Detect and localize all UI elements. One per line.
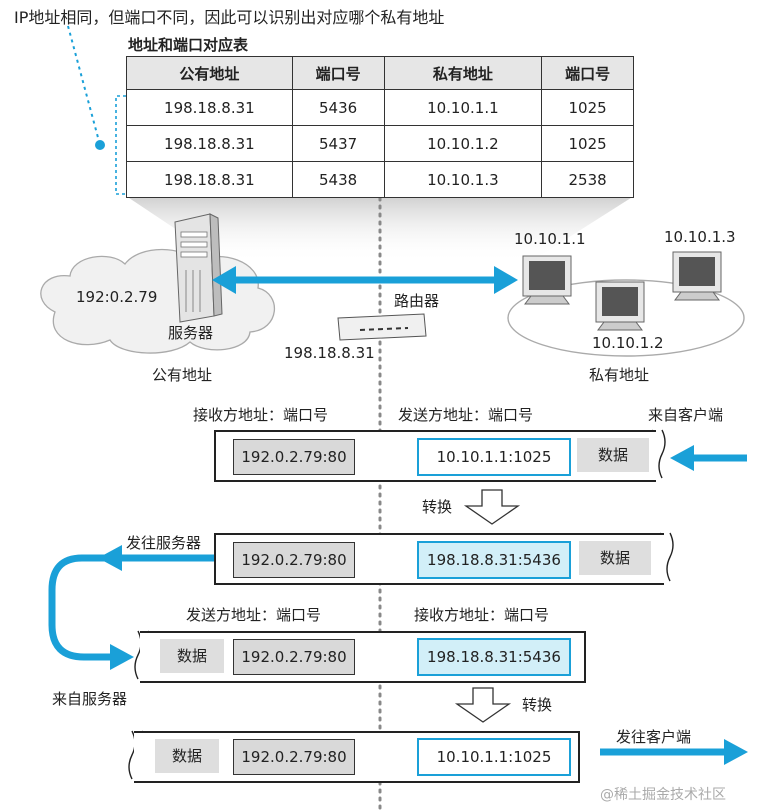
data-box: 数据 [577,438,649,472]
cell-port: 5438 [291,161,385,198]
from-server-label: 来自服务器 [52,690,128,708]
cell-private: 10.10.1.1 [383,89,543,126]
table-row: 198.18.8.31 5438 10.10.1.3 2538 [126,161,634,198]
data-box: 数据 [155,739,219,773]
address-port-table: 公有地址 端口号 私有地址 端口号 198.18.8.31 5436 10.10… [126,56,634,198]
cell-port: 2538 [541,161,634,198]
top-note: IP地址相同，但端口不同，因此可以识别出对应哪个私有地址 [14,8,445,27]
cell-port: 1025 [541,89,634,126]
client-ip-label: 10.10.1.1 [514,230,586,248]
server-ip-label: 192:0.2.79 [76,288,158,306]
cell-public: 198.18.8.31 [126,161,293,198]
cell-port: 5437 [291,125,385,162]
cell-private: 10.10.1.3 [383,161,543,198]
convert-arrow-1 [463,489,521,525]
table-header-row: 公有地址 端口号 私有地址 端口号 [126,56,634,90]
to-server-arrowhead [98,545,122,571]
send-addr-label: 发送方地址：端口号 [398,406,534,424]
callout-dot [95,140,105,150]
cell-public: 198.18.8.31 [126,125,293,162]
dest-address-box: 10.10.1.1:1025 [417,738,571,776]
header-port: 端口号 [291,56,385,90]
router-ip-label: 198.18.8.31 [284,344,375,362]
data-box: 数据 [160,639,224,673]
to-client-arrow [600,739,748,765]
dest-address-box: 192.0.2.79:80 [233,439,355,475]
client-ip-label: 10.10.1.2 [592,334,664,352]
router-icon [337,313,427,341]
client-monitor-2 [595,281,645,331]
table-title: 地址和端口对应表 [128,36,249,54]
server-router-double-arrow [212,266,518,294]
server-icon [174,213,223,323]
server-label: 服务器 [168,324,214,342]
table-row: 198.18.8.31 5437 10.10.1.2 1025 [126,125,634,162]
src-address-box: 10.10.1.1:1025 [417,438,571,476]
convert-label: 转换 [422,498,453,516]
to-client-label: 发往客户端 [616,728,692,746]
public-address-label: 公有地址 [152,366,213,384]
router-label: 路由器 [394,292,440,310]
cell-port: 1025 [541,125,634,162]
dest-address-box: 198.18.8.31:5436 [417,638,571,676]
send-addr-label: 发送方地址：端口号 [186,606,322,624]
private-network-ellipse [507,279,745,357]
header-public-address: 公有地址 [126,56,293,90]
to-server-label: 发往服务器 [126,534,202,552]
header-port: 端口号 [541,56,634,90]
table-bracket [115,95,126,195]
from-client-arrow [670,445,747,471]
header-private-address: 私有地址 [383,56,543,90]
src-address-box: 198.18.8.31:5436 [417,541,571,579]
private-address-label: 私有地址 [589,366,650,384]
src-address-box: 192.0.2.79:80 [233,739,355,775]
cell-private: 10.10.1.2 [383,125,543,162]
callout-dotted-line [67,25,101,146]
watermark: @稀土掘金技术社区 [600,787,726,803]
recv-addr-label: 接收方地址：端口号 [414,606,550,624]
client-monitor-3 [672,251,722,301]
from-server-arrowhead [110,644,134,670]
src-address-box: 192.0.2.79:80 [233,639,355,675]
data-box: 数据 [579,541,651,575]
client-monitor-1 [522,255,572,305]
convert-label: 转换 [522,696,553,714]
table-row: 198.18.8.31 5436 10.10.1.1 1025 [126,89,634,126]
convert-arrow-2 [454,687,512,723]
dest-address-box: 192.0.2.79:80 [233,542,355,578]
server-roundtrip-arrow [48,554,214,661]
cell-public: 198.18.8.31 [126,89,293,126]
recv-addr-label: 接收方地址：端口号 [193,406,329,424]
client-ip-label: 10.10.1.3 [664,228,736,246]
cell-port: 5436 [291,89,385,126]
from-client-label: 来自客户端 [648,406,724,424]
